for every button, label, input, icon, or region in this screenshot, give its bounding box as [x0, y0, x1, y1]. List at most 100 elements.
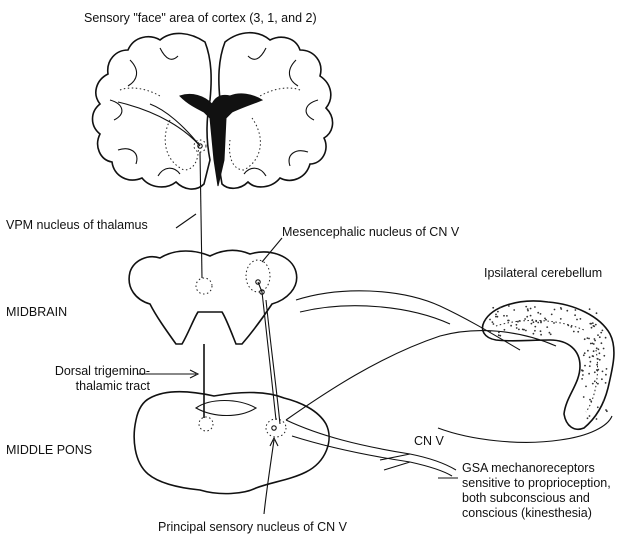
stipple-dot — [584, 364, 586, 367]
stipple-dot — [537, 321, 540, 324]
stipple-dot — [529, 314, 532, 317]
cortex-label: Sensory "face" area of cortex (3, 1, and… — [84, 11, 317, 25]
stipple-dot — [600, 342, 603, 345]
stipple-dot — [591, 382, 594, 385]
cerebellum-outline — [481, 300, 615, 430]
midbrain-section — [128, 249, 298, 345]
stipple-dot — [601, 329, 604, 332]
stipple-dot — [546, 326, 549, 328]
middle-pons-label: MIDDLE PONS — [6, 443, 93, 457]
stipple-dot — [499, 306, 502, 309]
stipple-dot — [587, 349, 589, 352]
stipple-dot — [545, 318, 547, 321]
stipple-dot — [549, 333, 552, 336]
stipple-dot — [598, 352, 601, 355]
stipple-dot — [605, 368, 608, 370]
stipple-dot — [534, 306, 536, 308]
dorsal-tract-label: Dorsal trigemino- thalamic tract — [54, 364, 150, 393]
stipple-dot — [590, 400, 593, 403]
lateral-ventricles — [179, 93, 264, 187]
stipple-dot — [577, 330, 580, 333]
stipple-dot — [597, 358, 599, 360]
stipple-dot — [601, 370, 604, 373]
stipple-dot — [588, 308, 591, 311]
midbrain-label: MIDBRAIN — [6, 305, 68, 319]
stipple-dot — [515, 327, 518, 329]
stipple-dot — [592, 343, 595, 345]
stipple-dot — [492, 323, 495, 325]
stipple-dot — [527, 309, 529, 312]
stipple-dot — [497, 334, 500, 337]
stipple-dot — [532, 332, 535, 335]
stipple-dot — [595, 312, 598, 315]
stipple-dot — [529, 307, 532, 310]
stipple-dot — [592, 355, 595, 358]
stipple-dot — [574, 309, 577, 311]
stipple-dot — [540, 320, 542, 323]
stipple-dot — [539, 313, 542, 315]
stipple-dot — [515, 323, 518, 326]
stipple-dot — [582, 354, 585, 357]
stipple-dot — [588, 337, 590, 340]
cerebellum-label: Ipsilateral cerebellum — [484, 266, 603, 280]
stipple-dot — [597, 348, 600, 351]
stipple-dot — [535, 320, 538, 323]
stipple-dot — [497, 310, 499, 313]
stipple-dot — [606, 410, 608, 413]
stipple-dot — [539, 330, 542, 333]
stipple-dot — [588, 415, 591, 417]
stipple-dot — [537, 311, 540, 314]
stipple-dot — [579, 318, 582, 320]
stipple-dot — [534, 325, 537, 328]
stipple-dot — [593, 380, 596, 383]
stipple-dot — [604, 382, 607, 384]
stipple-dot — [591, 342, 594, 345]
stipple-dot — [544, 317, 546, 320]
stipple-dot — [525, 329, 527, 332]
stipple-dot — [559, 318, 562, 320]
left-hemisphere — [91, 32, 212, 190]
stipple-dot — [603, 354, 606, 357]
stipple-dot — [508, 305, 510, 307]
stipple-dot — [589, 360, 592, 363]
stipple-dot — [593, 325, 596, 328]
stipple-dot — [602, 347, 605, 350]
stipple-dot — [510, 324, 512, 327]
stipple-dot — [517, 320, 519, 323]
stipple-dot — [595, 369, 598, 371]
stipple-dot — [540, 321, 542, 324]
stipple-dot — [586, 337, 589, 339]
stipple-dot — [582, 374, 584, 376]
stipple-dot — [532, 321, 535, 324]
stipple-dot — [596, 363, 598, 366]
stipple-dot — [596, 406, 599, 409]
stipple-dot — [604, 336, 607, 339]
stipple-dot — [588, 372, 590, 375]
stipple-dot — [518, 328, 520, 331]
stipple-dot — [553, 322, 555, 324]
stipple-dot — [597, 382, 599, 385]
stipple-dot — [540, 333, 542, 336]
stipple-dot — [495, 313, 497, 316]
stipple-dot — [567, 324, 570, 327]
gsa-label: GSA mechanoreceptors sensitive to propri… — [462, 461, 611, 520]
stipple-dot — [588, 356, 591, 359]
stipple-dot — [590, 326, 593, 329]
stipple-dot — [600, 331, 603, 334]
stipple-dot — [589, 322, 592, 325]
stipple-dot — [518, 320, 521, 322]
stipple-dot — [594, 323, 597, 326]
stipple-dot — [530, 322, 533, 325]
stipple-dot — [550, 313, 553, 316]
coronal-brain-section — [91, 31, 334, 190]
stipple-dot — [605, 373, 607, 376]
stipple-dot — [572, 330, 575, 333]
cerebellum — [295, 290, 615, 443]
stipple-dot — [598, 336, 601, 339]
stipple-dot — [574, 314, 576, 317]
stipple-dot — [566, 309, 569, 312]
stipple-dot — [585, 385, 587, 388]
stipple-dot — [489, 318, 491, 321]
